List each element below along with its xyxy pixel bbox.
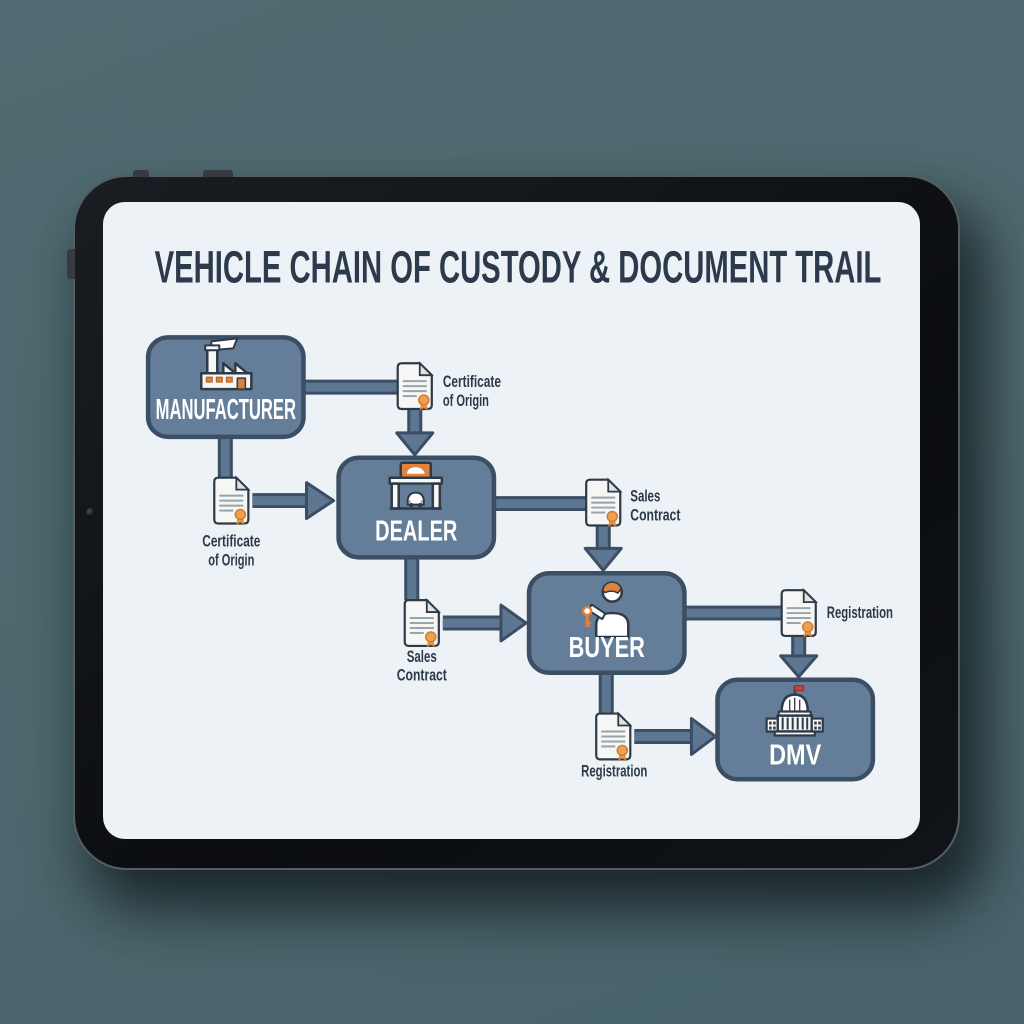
document-label-registration-a: Registration [827, 604, 893, 622]
car-dealership-icon [388, 461, 444, 510]
svg-text:Registration: Registration [581, 762, 647, 780]
document-label-sales-contract-b: Sales Contract [397, 648, 447, 685]
arrow-doc5-to-dmv [779, 635, 819, 679]
node-label-dealer: DEALER [375, 515, 457, 547]
tablet-top-button-small [133, 170, 149, 177]
document-label-sales-contract-a: Sales Contract [630, 488, 680, 525]
svg-text:Contract: Contract [630, 507, 680, 525]
svg-text:Registration: Registration [827, 604, 893, 622]
node-label-manufacturer: MANUFACTURER [156, 394, 296, 426]
svg-text:Contract: Contract [397, 667, 447, 685]
document-icon-registration-b [595, 712, 632, 761]
arrow-doc2-to-dealer [252, 481, 336, 521]
arrow-doc1-to-dealer [395, 409, 435, 457]
document-icon-certificate-of-origin-b [213, 476, 250, 526]
document-icon-registration-a [780, 589, 817, 638]
node-manufacturer: MANUFACTURER [145, 335, 306, 440]
tablet-screen: VEHICLE CHAIN OF CUSTODY & DOCUMENT TRAI… [103, 202, 920, 839]
arrow-doc3-to-buyer [583, 525, 623, 572]
node-dealer: DEALER [336, 455, 497, 560]
document-label-certificate-of-origin-b: Certificate of Origin [202, 532, 260, 569]
arrow-doc4-to-buyer [442, 603, 528, 643]
node-label-dmv: DMV [769, 739, 822, 771]
svg-text:Certificate: Certificate [443, 373, 501, 391]
document-icon-sales-contract-b [403, 599, 440, 648]
page-title: VEHICLE CHAIN OF CUSTODY & DOCUMENT TRAI… [155, 241, 882, 293]
document-icon-certificate-of-origin-a [396, 362, 433, 411]
document-icon-sales-contract-a [585, 478, 622, 528]
factory-icon [199, 337, 253, 391]
arrow-doc6-to-dmv [634, 717, 718, 756]
node-dmv: DMV [715, 677, 876, 782]
svg-text:Sales: Sales [407, 648, 437, 666]
svg-text:of Origin: of Origin [443, 392, 489, 410]
tablet-side-button [67, 249, 75, 279]
buyer-with-key-icon [581, 581, 630, 639]
front-camera-icon [86, 508, 95, 517]
node-label-buyer: BUYER [569, 632, 645, 664]
document-label-certificate-of-origin-a: Certificate of Origin [443, 373, 501, 410]
svg-text:of Origin: of Origin [208, 551, 254, 569]
svg-text:Certificate: Certificate [202, 532, 260, 550]
flow-diagram: VEHICLE CHAIN OF CUSTODY & DOCUMENT TRAI… [145, 241, 893, 782]
tablet-top-button-volume [203, 170, 233, 177]
tablet-device: VEHICLE CHAIN OF CUSTODY & DOCUMENT TRAI… [67, 170, 960, 870]
svg-text:Sales: Sales [630, 488, 660, 506]
node-buyer: BUYER [526, 571, 687, 676]
government-building-icon [765, 685, 824, 737]
document-label-registration-b: Registration [581, 762, 647, 780]
